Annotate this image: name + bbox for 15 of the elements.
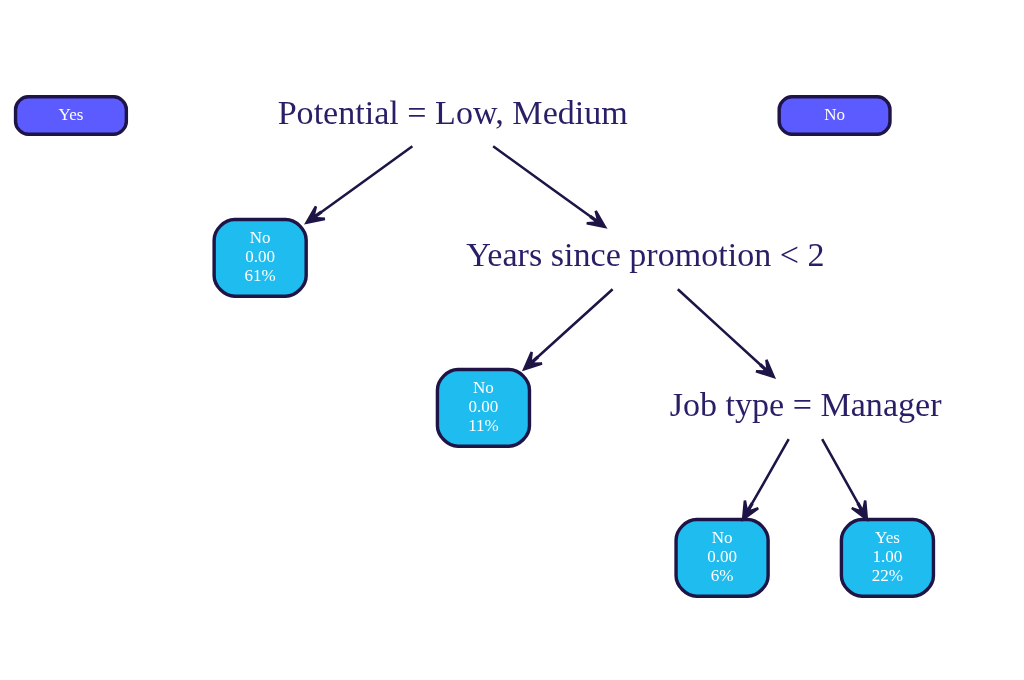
node-box: No 0.00 6%	[674, 517, 770, 598]
node-box: No	[777, 94, 892, 136]
node-text: Job type = Manager	[669, 385, 942, 423]
node-text: Years since promotion < 2	[466, 235, 825, 273]
node-box: No 0.00 11%	[435, 367, 532, 448]
arrow	[522, 287, 614, 370]
arrow	[676, 287, 776, 378]
node-text: Potential = Low, Medium	[277, 93, 628, 131]
node-box: No 0.00 61%	[212, 217, 308, 298]
node-box: Yes 1.00 22%	[839, 517, 936, 598]
arrow	[305, 144, 414, 224]
arrow	[741, 438, 790, 520]
node-box: Yes	[13, 94, 129, 136]
arrow	[492, 144, 607, 228]
arrow	[821, 438, 869, 520]
